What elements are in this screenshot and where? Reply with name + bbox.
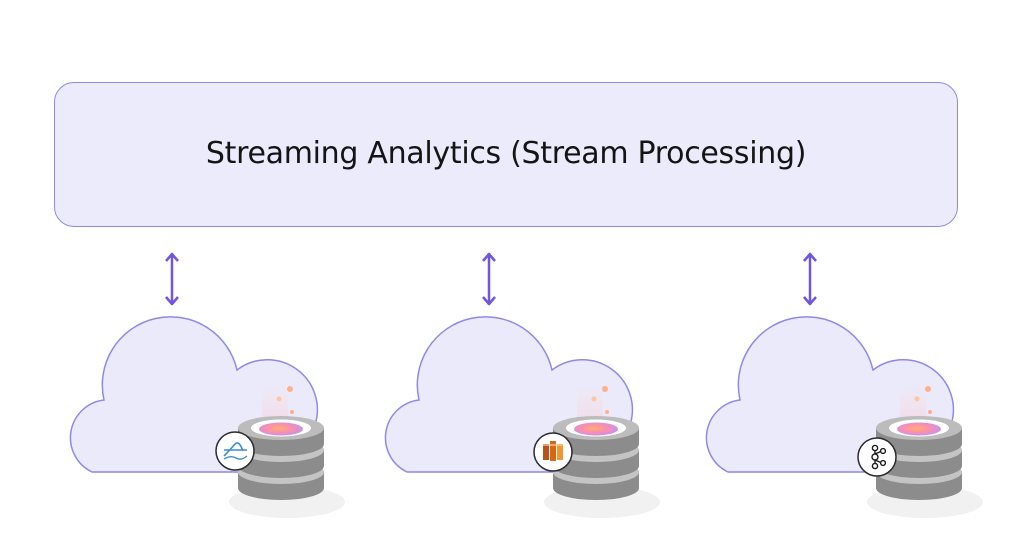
kafka-icon	[857, 437, 897, 477]
cloud-node-1	[52, 310, 352, 525]
bidirectional-arrow-1	[165, 252, 179, 306]
bidirectional-arrow-3	[803, 252, 817, 306]
streaming-analytics-banner: Streaming Analytics (Stream Processing)	[54, 82, 958, 227]
cloud-node-2	[367, 310, 667, 525]
database-icon	[867, 385, 983, 518]
aws-kinesis-icon	[533, 432, 573, 472]
cloud-node-3	[688, 310, 988, 525]
database-icon	[544, 385, 660, 518]
banner-title: Streaming Analytics (Stream Processing)	[205, 136, 807, 171]
wave-icon	[215, 431, 255, 471]
database-icon	[229, 385, 345, 518]
bidirectional-arrow-2	[482, 252, 496, 306]
